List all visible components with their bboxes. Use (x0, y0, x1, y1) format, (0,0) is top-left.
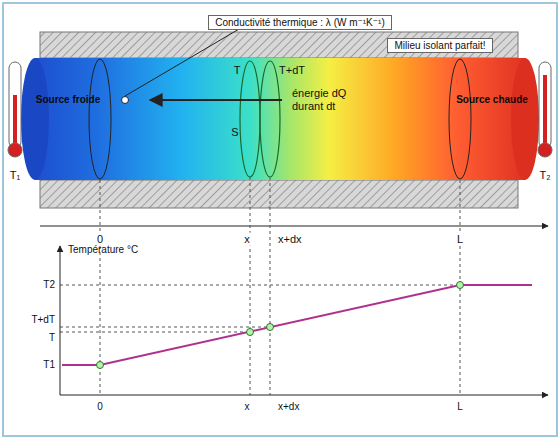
axis-label: 0 (95, 401, 105, 413)
y-axis (60, 246, 61, 395)
graph-label: T2 (43, 279, 55, 291)
thermometer-label: T₂ (540, 169, 551, 182)
section-label: S (231, 126, 238, 139)
source-label: Source chaude (456, 94, 528, 106)
hot-cap (511, 58, 539, 180)
graph-label: T (49, 332, 55, 344)
temperature-curve (62, 285, 532, 365)
guide-lines (60, 177, 460, 395)
leader-line (125, 30, 238, 97)
axis-label: x (243, 401, 252, 413)
graph-label: T1 (43, 359, 55, 371)
temperature-label: T (234, 64, 241, 77)
thermometer-hot (538, 62, 552, 157)
section-0 (89, 59, 111, 179)
insulation-bottom (40, 180, 518, 208)
point (122, 97, 129, 104)
thermometer-label: T₁ (10, 169, 20, 182)
conductivity-box: Conductivité thermique : λ (W m⁻¹K⁻¹) (208, 15, 391, 30)
frame (3, 3, 557, 436)
axis-label: x (242, 233, 252, 246)
slice-x (240, 61, 260, 177)
energy-label: énergie dQ durant dt (292, 87, 370, 112)
slice-x-dx (260, 61, 280, 177)
axis-label: x+dx (276, 233, 304, 246)
axis-label: L (455, 233, 465, 246)
graph-label: T+dT (31, 314, 55, 326)
axis-label: 0 (95, 233, 105, 246)
cold-cap (21, 58, 49, 180)
curve-points (97, 282, 464, 369)
energy-arrow (150, 99, 282, 101)
axis-label: L (455, 401, 465, 413)
insulation-top (40, 32, 518, 58)
axis-label: x+dx (276, 401, 301, 413)
section-l (449, 59, 471, 179)
axis-title: Température °C (68, 244, 138, 256)
x-axis (60, 395, 548, 396)
temperature-label: T+dT (279, 64, 305, 77)
insulation-box: Milieu isolant parfait! (387, 38, 492, 53)
x-axis-top (40, 226, 548, 227)
box-text: Milieu isolant parfait! (394, 40, 485, 51)
box-text: Conductivité thermique : λ (W m⁻¹K⁻¹) (215, 17, 384, 28)
thermometer-cold (8, 62, 22, 157)
bar (35, 58, 525, 180)
source-label: Source froide (36, 94, 100, 106)
